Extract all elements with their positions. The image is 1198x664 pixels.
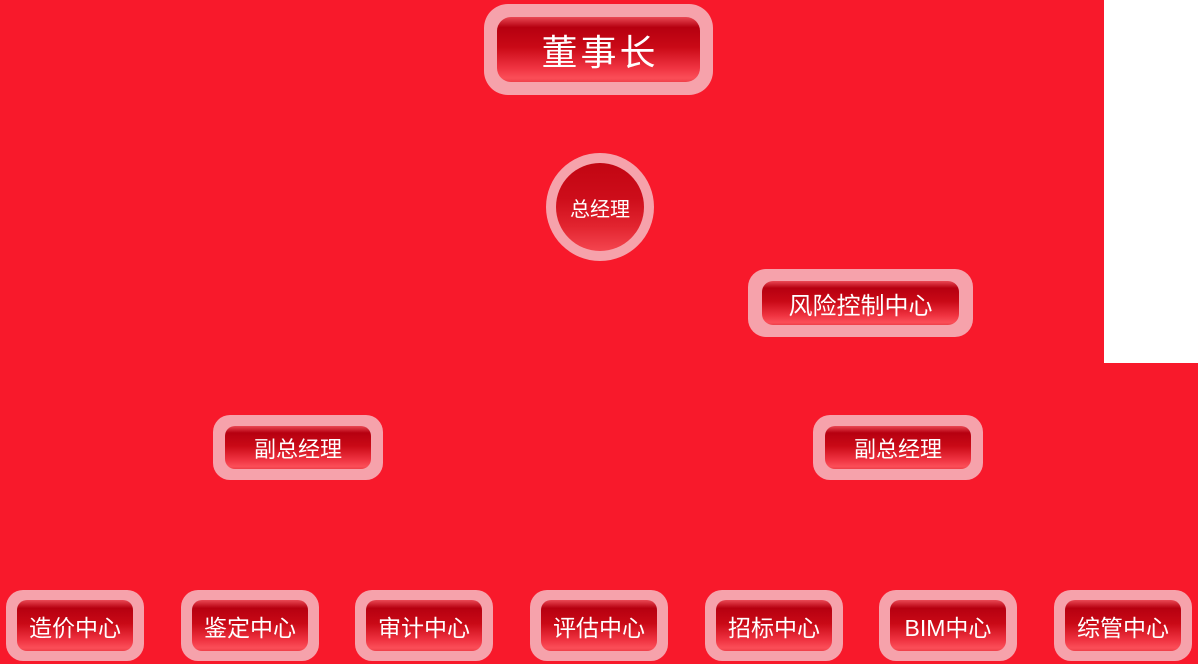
department-label: 审计中心: [366, 600, 482, 651]
department-label: BIM中心: [890, 600, 1006, 651]
chairman-label: 董事长: [497, 17, 700, 82]
risk-control-center-node: 风险控制中心: [748, 269, 973, 337]
general-manager-node: 总经理: [546, 153, 654, 261]
department-node-audit: 审计中心: [355, 590, 493, 661]
department-label: 鉴定中心: [192, 600, 308, 651]
department-node-bidding: 招标中心: [705, 590, 843, 661]
department-label: 招标中心: [716, 600, 832, 651]
department-label: 评估中心: [541, 600, 657, 651]
deputy-gm-right-node: 副总经理: [813, 415, 983, 480]
department-node-bim: BIM中心: [879, 590, 1017, 661]
department-node-evaluation: 评估中心: [530, 590, 668, 661]
department-label: 综管中心: [1065, 600, 1181, 651]
background-corner-gap: [1104, 0, 1198, 363]
department-node-appraisal: 鉴定中心: [181, 590, 319, 661]
department-node-general-admin: 综管中心: [1054, 590, 1192, 661]
deputy-gm-right-label: 副总经理: [825, 426, 971, 469]
general-manager-label: 总经理: [556, 163, 644, 251]
department-node-cost: 造价中心: [6, 590, 144, 661]
deputy-gm-left-node: 副总经理: [213, 415, 383, 480]
deputy-gm-left-label: 副总经理: [225, 426, 371, 469]
risk-control-center-label: 风险控制中心: [762, 281, 959, 325]
chairman-node: 董事长: [484, 4, 713, 95]
department-label: 造价中心: [17, 600, 133, 651]
